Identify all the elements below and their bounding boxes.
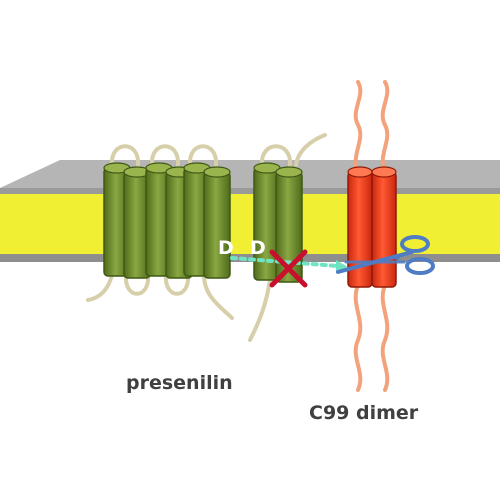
c99-helix xyxy=(371,166,397,288)
aspartate-label-1: D xyxy=(218,237,234,259)
scissors-icon xyxy=(336,235,435,275)
presenilin-helix xyxy=(123,166,151,279)
presenilin-label: presenilin xyxy=(126,372,233,394)
aspartate-label-2: D xyxy=(250,237,266,259)
presenilin xyxy=(103,162,303,283)
c99-tails xyxy=(353,80,390,392)
membrane-top-surface xyxy=(0,160,500,188)
c99-dimer-label: C99 dimer xyxy=(309,402,419,424)
membrane-core xyxy=(0,194,500,254)
block-x-icon xyxy=(269,249,308,288)
presenilin-helix xyxy=(275,166,303,283)
presenilin-helix xyxy=(203,166,231,279)
c99-helix xyxy=(347,166,373,288)
membrane-top-edge xyxy=(0,188,500,194)
presenilin-loops xyxy=(86,133,327,342)
